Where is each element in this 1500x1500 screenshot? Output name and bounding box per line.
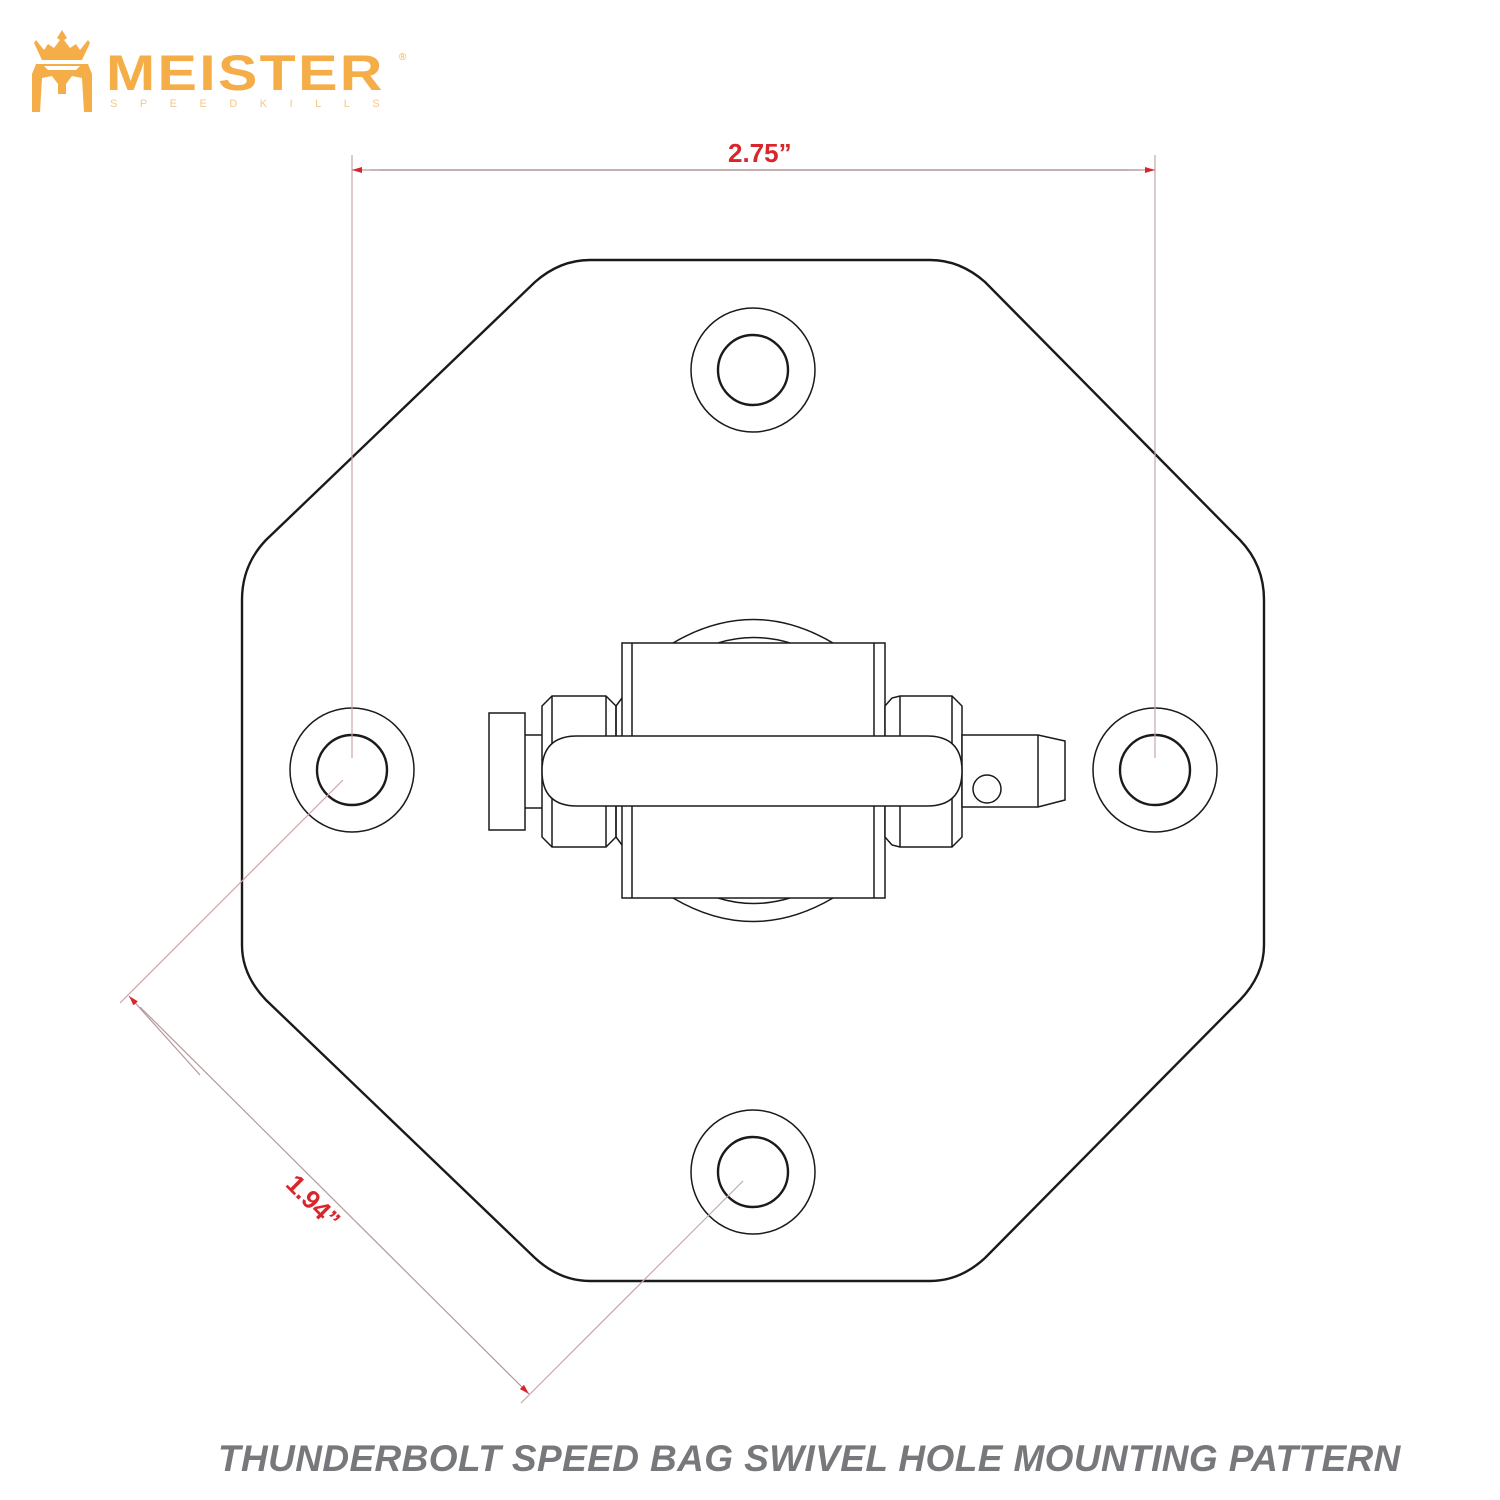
- registered-mark: ®: [399, 52, 407, 63]
- diagram-caption: THUNDERBOLT SPEED BAG SWIVEL HOLE MOUNTI…: [218, 1439, 1401, 1479]
- brand-name: MEISTER: [106, 45, 385, 101]
- caption-product-name: THUNDERBOLT: [218, 1438, 502, 1479]
- hole-top: [690, 307, 816, 433]
- hole-bottom: [690, 1109, 816, 1235]
- octagon-plate: [240, 258, 1266, 1283]
- dimension-label-horizontal: 2.75”: [728, 138, 792, 168]
- dimension-horizontal: [351, 155, 1156, 758]
- brand-tagline: SPEEDKILLS: [110, 98, 403, 110]
- meister-logo: MEISTER ® SPEEDKILLS: [26, 26, 416, 116]
- dimension-diagonal: [119, 779, 744, 1404]
- swivel-assembly: [488, 618, 1066, 923]
- crown-helmet-icon: [32, 30, 92, 112]
- caption-description: SPEED BAG SWIVEL HOLE MOUNTING PATTERN: [501, 1438, 1401, 1479]
